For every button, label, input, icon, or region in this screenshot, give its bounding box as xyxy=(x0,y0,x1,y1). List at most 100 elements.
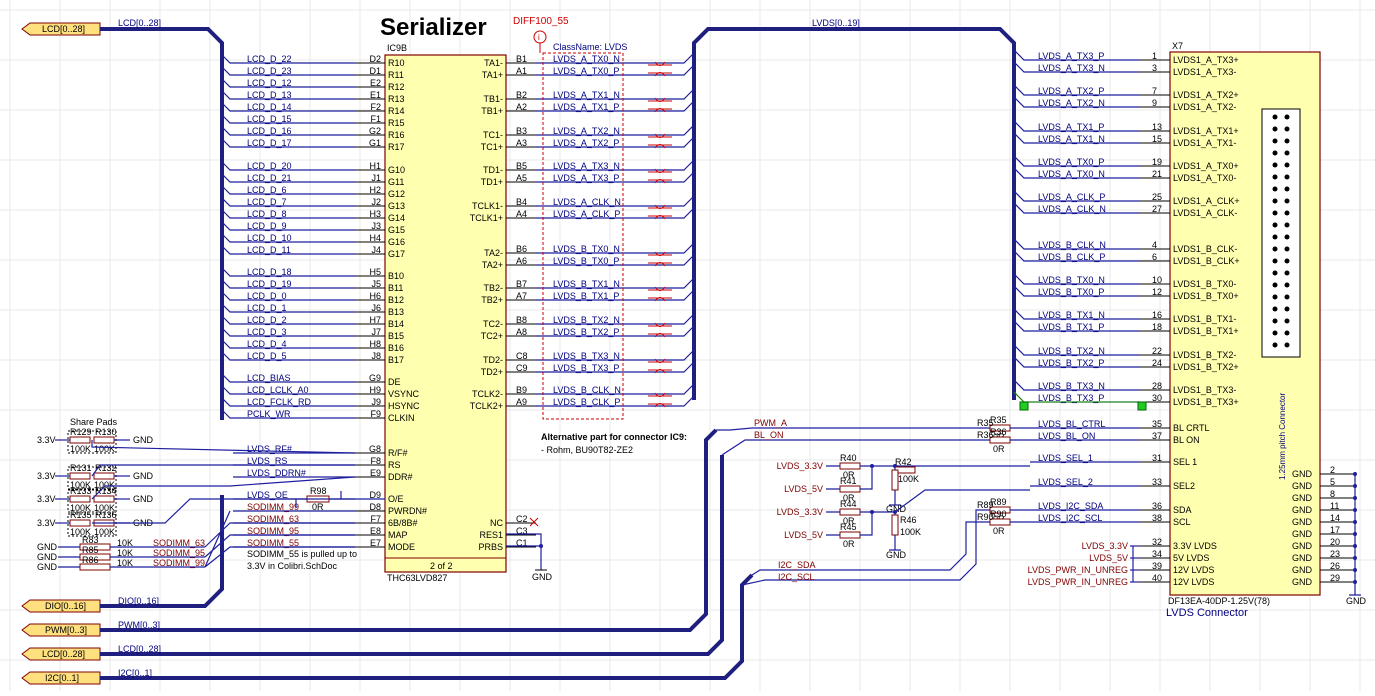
port-dio[interactable]: DIO[0..16] xyxy=(21,599,101,613)
port-pwm[interactable]: PWM[0..3] xyxy=(21,623,101,637)
i2c-bus[interactable] xyxy=(100,573,754,680)
ic9-body[interactable] xyxy=(384,54,507,573)
lvds-bus[interactable] xyxy=(692,27,1016,400)
port-lcd-top[interactable]: LCD[0..28] xyxy=(21,22,101,36)
pwm-bus[interactable] xyxy=(100,428,718,632)
port-i2c[interactable]: I2C[0..1] xyxy=(21,671,101,685)
port-lcd-bottom[interactable]: LCD[0..28] xyxy=(21,647,101,661)
lcd-bus-bottom[interactable] xyxy=(100,455,724,656)
lcd-bus[interactable] xyxy=(100,27,224,420)
